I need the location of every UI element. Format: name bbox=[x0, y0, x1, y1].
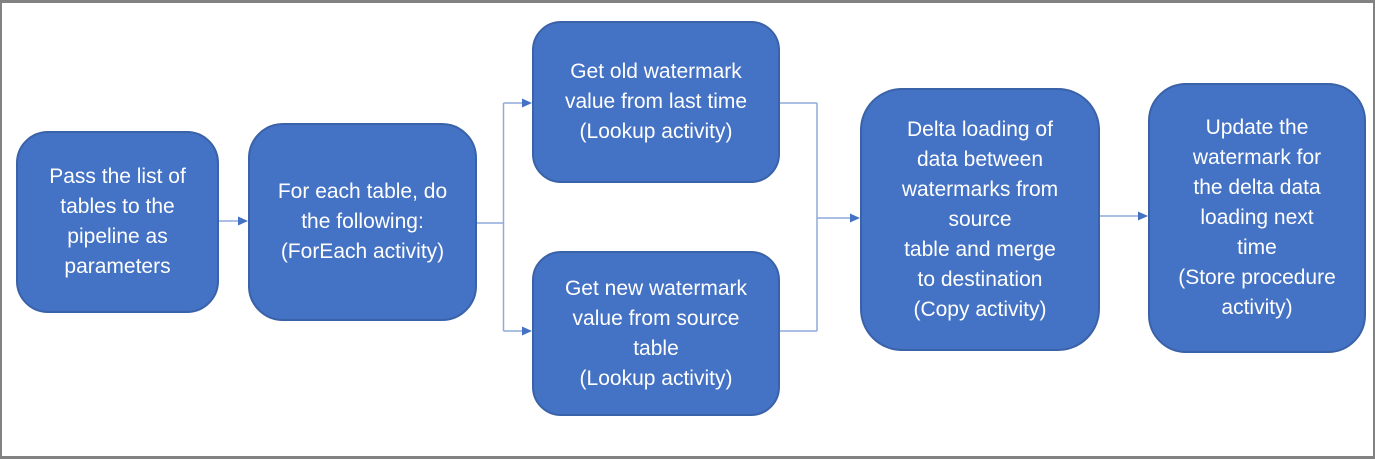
connector-delta-to-update bbox=[1100, 211, 1148, 221]
connector-pass-to-foreach bbox=[219, 216, 248, 226]
node-get-old-watermark: Get old watermark value from last time (… bbox=[532, 21, 780, 183]
node-delta-loading: Delta loading of data between watermarks… bbox=[860, 88, 1100, 351]
connector-lookups-merge bbox=[780, 102, 860, 332]
node-foreach-table: For each table, do the following: (ForEa… bbox=[248, 123, 477, 321]
node-pass-tables: Pass the list of tables to the pipeline … bbox=[16, 131, 219, 313]
node-update-watermark: Update the watermark for the delta data … bbox=[1148, 83, 1366, 353]
connector-foreach-branch bbox=[477, 98, 532, 336]
node-get-new-watermark: Get new watermark value from source tabl… bbox=[532, 251, 780, 416]
